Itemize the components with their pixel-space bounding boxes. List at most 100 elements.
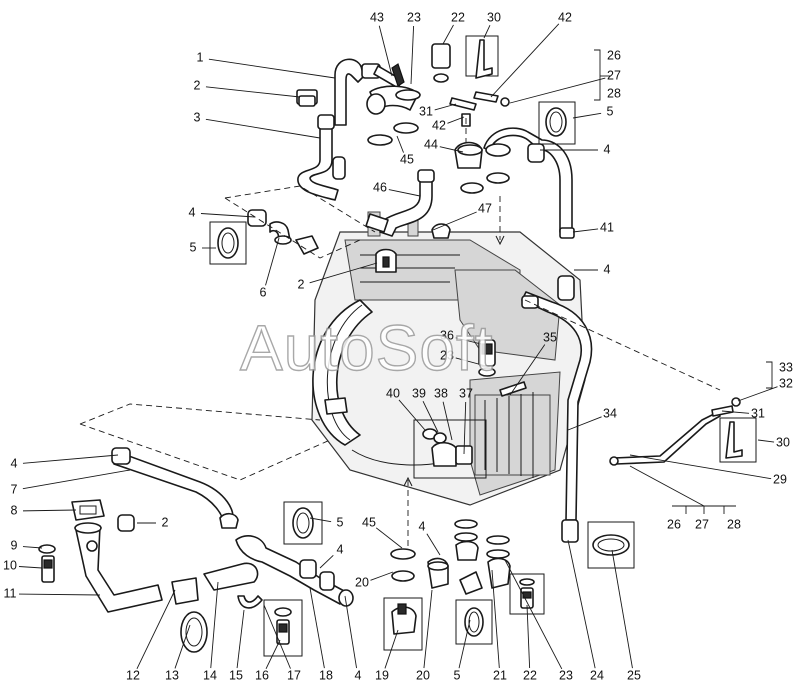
- callout-c5a: 5: [190, 240, 197, 254]
- callout-c17: 17: [287, 668, 301, 682]
- callout-c19: 19: [375, 668, 389, 682]
- callout-c12: 12: [126, 668, 140, 682]
- leader-c2a: [205, 86, 301, 98]
- leader-c31b: [721, 410, 750, 414]
- callout-c34: 34: [603, 406, 617, 420]
- leader-c23c: [504, 559, 563, 670]
- leader-c43: [378, 25, 393, 77]
- right-rod: [609, 397, 757, 466]
- leader-c45b: [375, 527, 403, 549]
- callout-c9: 9: [11, 538, 18, 552]
- leader-c11: [18, 593, 101, 596]
- watermark: AutoSoft: [240, 312, 494, 384]
- callout-c5c: 5: [337, 515, 344, 529]
- callout-c41: 41: [600, 220, 614, 234]
- leader-c22a: [442, 24, 454, 45]
- long-curved-pipe: [521, 291, 635, 569]
- leader-c7: [22, 469, 131, 490]
- assembly-guides: [79, 118, 721, 548]
- leader-c38: [442, 401, 453, 441]
- callout-c20a: 20: [355, 575, 369, 589]
- leader-c30b: [757, 439, 775, 443]
- callout-c2a: 2: [194, 78, 201, 92]
- callout-c26a: 26: [607, 48, 621, 62]
- leader-lines: [18, 23, 778, 670]
- flywheel-housing: [312, 299, 471, 466]
- callout-c29: 29: [773, 472, 787, 486]
- lower-right-parts: [383, 519, 545, 651]
- callout-c28a: 28: [607, 86, 621, 100]
- callout-c33: 33: [779, 360, 793, 374]
- leader-c30a: [483, 24, 491, 39]
- lower-left-pipes: [38, 447, 259, 653]
- leader-c27a: [509, 77, 606, 104]
- leader-c4d: [22, 454, 119, 464]
- leader-c36: [455, 337, 482, 345]
- leader-c18: [309, 587, 325, 669]
- callout-c40: 40: [386, 386, 400, 400]
- leader-c4f: [319, 555, 334, 569]
- callout-c24: 24: [590, 668, 604, 682]
- leader-c5c: [309, 517, 332, 523]
- callout-c36: 36: [440, 328, 454, 342]
- leader-c19: [384, 629, 399, 669]
- callout-c31a: 31: [419, 104, 433, 118]
- callout-c11: 11: [4, 586, 17, 600]
- leader-c25: [611, 549, 633, 669]
- leader-c20b: [423, 589, 433, 669]
- leader-c31a: [434, 103, 457, 111]
- callout-c43: 43: [370, 10, 384, 24]
- center-joint-parts: [413, 339, 527, 479]
- callout-c30b: 30: [776, 435, 790, 449]
- leader-c20a: [370, 571, 394, 581]
- callout-c38: 38: [434, 386, 448, 400]
- callout-c27b: 27: [695, 517, 709, 531]
- leader-c45a: [396, 135, 404, 153]
- engine-block: [311, 211, 586, 506]
- leader-c23a: [410, 25, 415, 85]
- leader-c2b: [309, 262, 378, 284]
- leader-c32: [737, 386, 778, 402]
- callout-c1: 1: [197, 50, 204, 64]
- central-elbows: [365, 141, 510, 273]
- callout-c23b: 23: [440, 348, 454, 362]
- riser-pipe: [483, 101, 576, 301]
- leader-c23b: [455, 357, 487, 367]
- callout-c4g: 4: [355, 668, 362, 682]
- lower-center-pipes: [235, 501, 354, 657]
- callout-c21: 21: [493, 668, 507, 682]
- callout-c5b: 5: [607, 104, 614, 118]
- callout-c16: 16: [255, 668, 269, 682]
- leader-c4a: [200, 213, 256, 218]
- callout-c2b: 2: [298, 277, 305, 291]
- leader-c46: [388, 189, 421, 197]
- leader-c4g: [344, 595, 358, 669]
- callout-c25: 25: [627, 668, 641, 682]
- callout-c14: 14: [203, 668, 217, 682]
- leader-c44: [439, 146, 464, 153]
- leader-c1: [208, 58, 336, 79]
- callout-c45a: 45: [400, 152, 414, 166]
- leader-c29: [629, 454, 772, 480]
- leader-c42b: [447, 116, 465, 124]
- callout-brackets: [594, 49, 773, 514]
- leader-c12: [136, 589, 176, 670]
- callout-c18: 18: [319, 668, 333, 682]
- callout-c42a: 42: [558, 10, 572, 24]
- callout-c23a: 23: [407, 10, 421, 24]
- leader-c5b: [572, 112, 602, 119]
- callout-c35: 35: [543, 330, 557, 344]
- callout-c27a: 27: [607, 68, 621, 82]
- leader-c8: [22, 509, 77, 512]
- callout-c13: 13: [165, 668, 179, 682]
- callout-c4c: 4: [604, 262, 611, 276]
- callout-c28b: 28: [727, 517, 741, 531]
- callout-c5d: 5: [454, 668, 461, 682]
- callout-c20b: 20: [416, 668, 430, 682]
- callout-c30a: 30: [487, 10, 501, 24]
- callout-c4f: 4: [337, 542, 344, 556]
- leader-c39: [422, 400, 439, 433]
- leader-c3: [205, 118, 321, 139]
- callout-c22a: 22: [451, 10, 465, 24]
